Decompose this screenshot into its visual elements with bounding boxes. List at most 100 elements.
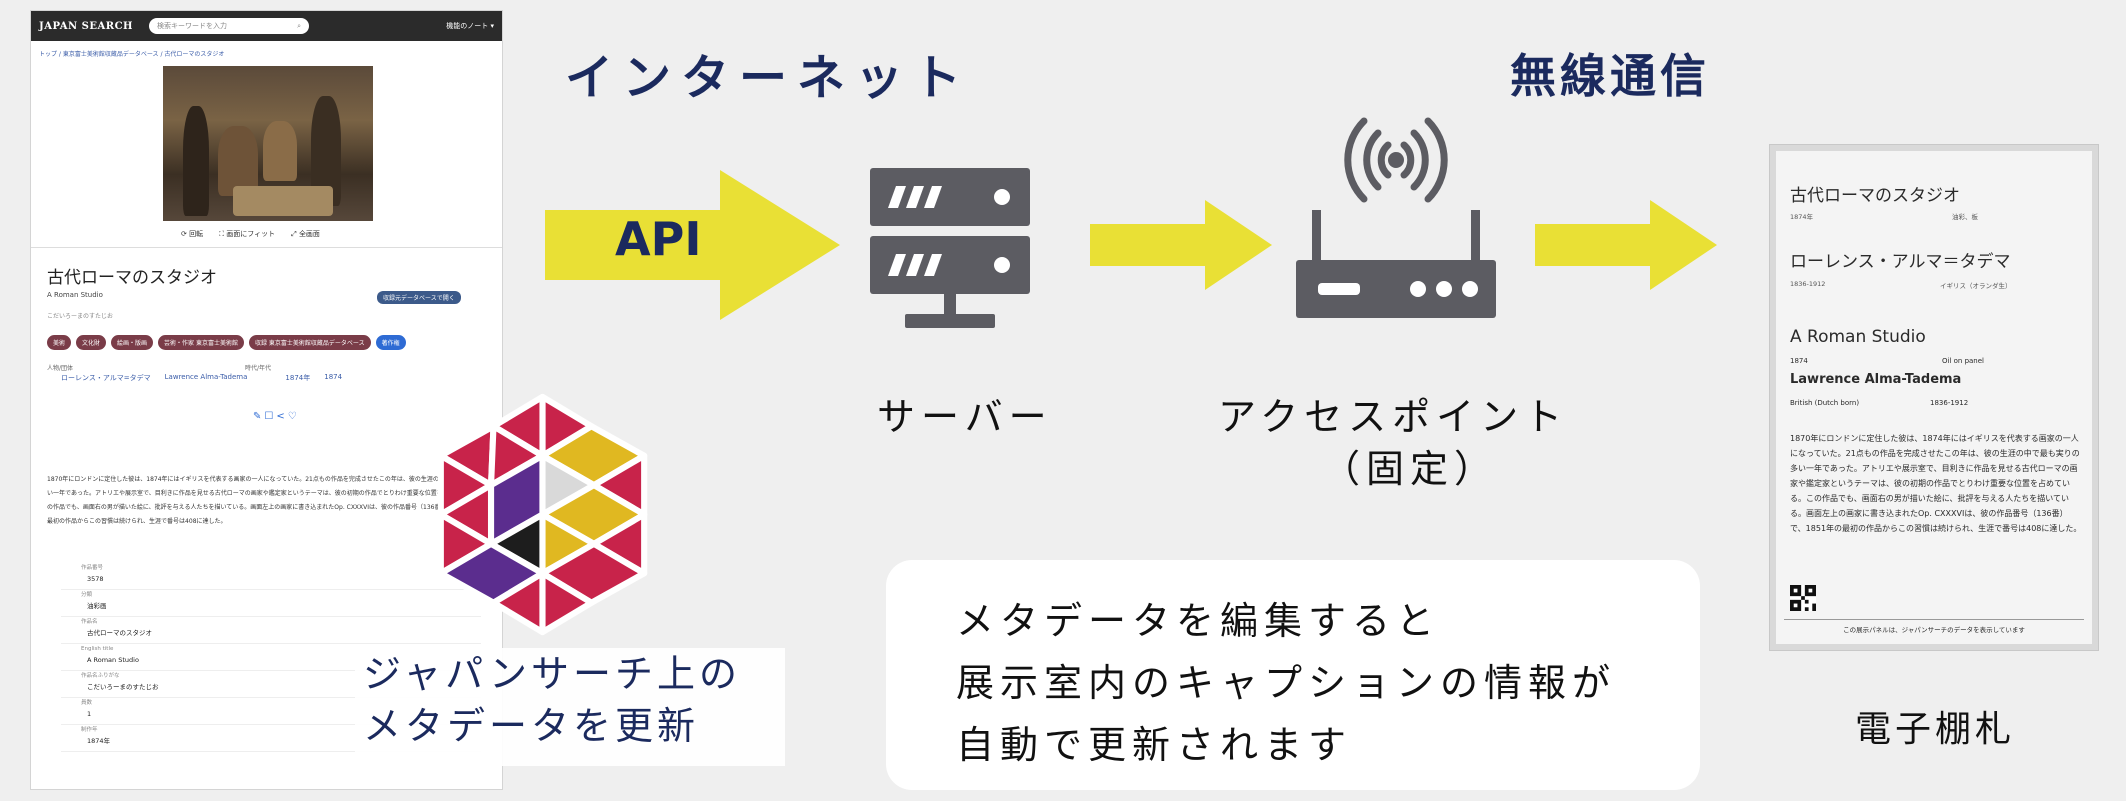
fullscreen-label: 全画面 (298, 230, 320, 238)
metadata-fields: 作品番号 3578 分類 油彩画 作品名 古代ローマのスタジオ English … (61, 563, 481, 752)
js-header: JAPAN SEARCH 検索キーワードを入力 ⌕ 機能のノート ▾ (31, 11, 502, 41)
ep-title-en: A Roman Studio (1790, 327, 1926, 347)
field-label: 作品名ふりがな (81, 673, 120, 679)
wifi-router-icon (1296, 117, 1496, 318)
field-label: 分類 (81, 592, 93, 598)
rights-chip[interactable]: 著作権 (375, 335, 406, 350)
tag-chip[interactable]: 文化財 (76, 335, 107, 350)
tag-chip[interactable]: 芸術・作家 東京富士美術館 (158, 335, 244, 350)
open-source-db-button[interactable]: 収録元データベースで開く (377, 291, 461, 304)
update-label-line2: メタデータを更新 (363, 704, 700, 748)
ep-date-ja: 1874年 (1790, 213, 1814, 221)
js-search-placeholder: 検索キーワードを入力 (156, 22, 227, 30)
fit-button[interactable]: ⛶ 画面にフィット (219, 230, 276, 238)
field-value: 1874年 (87, 737, 111, 745)
tag-chip[interactable]: 収録 東京富士美術館収蔵品データベース (248, 335, 371, 350)
page-title: 古代ローマのスタジオ (47, 268, 217, 288)
comment-icon[interactable]: ☐ (264, 411, 277, 422)
ep-nationality-ja: イギリス（オランダ生） (1940, 282, 2012, 290)
metadata-row: 作品番号 3578 (61, 563, 481, 590)
ep-date-en: 1874 (1790, 357, 1808, 365)
field-value: こだいろーまのすたじお (87, 683, 159, 691)
metadata-row: English title A Roman Studio (61, 644, 481, 671)
access-point-label: アクセスポイント (1218, 395, 1569, 439)
field-value: 古代ローマのスタジオ (87, 629, 152, 637)
tag-list: 美術 文化財 絵画・版画 芸術・作家 東京富士美術館 収録 東京富士美術館収蔵品… (47, 335, 406, 350)
js-note-menu[interactable]: 機能のノート ▾ (446, 22, 494, 30)
api-arrow (545, 170, 840, 320)
year-link[interactable]: 1874 (324, 373, 343, 381)
title-reading: こだいろーまのすたじお (47, 313, 114, 320)
epaper-content: 古代ローマのスタジオ 1874年 油彩、板 ローレンス・アルマ＝タデマ 1836… (1784, 167, 2084, 637)
metadata-row: 員数 1 (61, 698, 481, 725)
note-line2: 展示室内のキャプションの情報が (956, 661, 1617, 705)
metadata-row: 作品名 古代ローマのスタジオ (61, 617, 481, 644)
field-label: 制作年 (81, 727, 98, 733)
ep-nationality-en: British (Dutch born) (1790, 399, 1860, 407)
ep-description: 1870年にロンドンに定住した彼は、1874年にはイギリスを代表する画家の一人に… (1790, 434, 2082, 533)
field-label: 員数 (81, 700, 93, 706)
update-metadata-label: ジャパンサーチ上の メタデータを更新 (355, 648, 785, 766)
field-label: 作品番号 (81, 565, 104, 571)
metadata-row: 分類 油彩画 (61, 590, 481, 617)
year-link-ja[interactable]: 1874年 (285, 374, 311, 382)
field-label: English title (81, 646, 114, 652)
japan-search-screenshot: JAPAN SEARCH 検索キーワードを入力 ⌕ 機能のノート ▾ トップ /… (30, 10, 503, 790)
note-line1: メタデータを編集すると (956, 599, 1441, 643)
share-icon[interactable]: ✎ (253, 411, 265, 422)
fit-label: 画面にフィット (226, 230, 276, 238)
page-subtitle: A Roman Studio (47, 291, 103, 299)
internet-label: インターネット (565, 50, 972, 106)
note-line3: 自動で更新されます (956, 723, 1353, 767)
ep-artist-en: Lawrence Alma-Tadema (1790, 372, 1962, 387)
field-label: 作品名 (81, 619, 98, 625)
tag-chip[interactable]: 美術 (47, 335, 72, 350)
field-value: 油彩画 (87, 602, 107, 610)
ap-to-tag-arrow (1535, 200, 1717, 290)
artwork-description: 1870年にロンドンに定住した彼は、1874年にはイギリスを代表する画家の一人に… (47, 476, 487, 525)
image-toolbar: ⟳ 回転 ⛶ 画面にフィット ⤢ 全画面 (181, 229, 320, 239)
electronic-shelf-label: 古代ローマのスタジオ 1874年 油彩、板 ローレンス・アルマ＝タデマ 1836… (1770, 145, 2098, 650)
api-label: API (615, 212, 702, 266)
meta-labels: 人物/団体 時代/年代 (47, 363, 271, 372)
search-icon[interactable]: ⌕ (297, 21, 301, 30)
js-logo[interactable]: JAPAN SEARCH (39, 20, 133, 32)
server-icon (870, 168, 1030, 328)
wireless-label: 無線通信 (1510, 49, 1710, 103)
field-value: A Roman Studio (87, 656, 139, 664)
metadata-row: 制作年 1874年 (61, 725, 481, 752)
artist-link-ja[interactable]: ローレンス・アルマ=タデマ (61, 374, 151, 382)
explanation-box: メタデータを編集すると 展示室内のキャプションの情報が 自動で更新されます (886, 560, 1700, 790)
rotate-button[interactable]: ⟳ 回転 (181, 230, 204, 238)
access-point-fixed-label: （固定） (1322, 447, 1499, 491)
heart-icon[interactable]: ♡ (287, 411, 300, 422)
fullscreen-button[interactable]: ⤢ 全画面 (291, 230, 320, 238)
meta-label-person: 人物/団体 (47, 365, 74, 372)
meta-values: ローレンス・アルマ=タデマ Lawrence Alma-Tadema 1874年… (61, 373, 342, 383)
breadcrumb[interactable]: トップ / 東京富士美術館収蔵品データベース / 古代ローマのスタジオ (39, 51, 225, 58)
divider (31, 247, 502, 248)
update-label-line1: ジャパンサーチ上の (363, 652, 742, 696)
artwork-image[interactable] (163, 66, 373, 221)
artist-link-en[interactable]: Lawrence Alma-Tadema (164, 373, 248, 381)
field-value: 1 (87, 710, 92, 718)
js-search-input[interactable]: 検索キーワードを入力 ⌕ (148, 18, 309, 34)
electronic-tag-label: 電子棚札 (1855, 709, 2016, 750)
metadata-row: 作品名ふりがな こだいろーまのすたじお (61, 671, 481, 698)
japan-search-logo-icon (437, 393, 648, 636)
qr-code-icon (1790, 585, 1816, 611)
ep-footer: この展示パネルは、ジャパンサーチのデータを表示しています (1784, 619, 2084, 634)
ep-medium-ja: 油彩、板 (1952, 213, 1978, 221)
ep-medium-en: Oil on panel (1942, 357, 1984, 365)
tag-chip[interactable]: 絵画・版画 (111, 335, 154, 350)
ep-life-en: 1836-1912 (1930, 399, 1969, 407)
ep-title-ja: 古代ローマのスタジオ (1790, 186, 1960, 206)
link-icon[interactable]: < (276, 411, 288, 422)
field-value: 3578 (87, 575, 104, 583)
meta-label-era: 時代/年代 (245, 365, 272, 372)
server-label: サーバー (877, 395, 1053, 439)
share-icons: ✎☐<♡ (253, 411, 300, 422)
ep-life-ja: 1836-1912 (1790, 280, 1826, 288)
rotate-label: 回転 (189, 230, 204, 238)
server-to-ap-arrow (1090, 200, 1272, 290)
